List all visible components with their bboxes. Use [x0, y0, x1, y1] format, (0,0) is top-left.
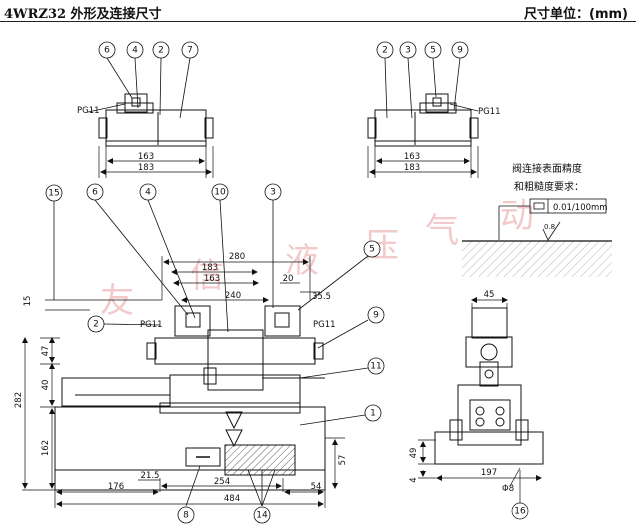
balloon-5: 5: [430, 46, 436, 56]
roughness-value: 0.8: [544, 223, 555, 231]
dim-240: 240: [225, 291, 241, 301]
dim-163: 163: [204, 274, 220, 284]
dim-197: 197: [481, 468, 497, 478]
dim-35-5: 35.5: [312, 292, 331, 302]
dim-183: 183: [138, 163, 154, 173]
nameplate: [185, 447, 221, 467]
connector-plug: [131, 97, 141, 107]
section-hatch: [224, 444, 296, 476]
dim-4: 4: [409, 477, 419, 482]
balloon-11: 11: [370, 362, 381, 372]
top-left-balloons: [98, 41, 199, 119]
valve-body: [374, 109, 472, 147]
solenoid: [419, 102, 457, 114]
side-solenoid: [465, 336, 513, 368]
top-right-balloons: [376, 41, 469, 119]
dim-54: 54: [311, 482, 322, 492]
dim-254: 254: [214, 477, 230, 487]
dim-183: 183: [404, 163, 420, 173]
end-cap-left: [98, 117, 108, 139]
main-dims: [22, 256, 345, 508]
side-dims: [418, 297, 542, 520]
balloon-7: 7: [187, 46, 193, 56]
dim-49: 49: [409, 448, 419, 459]
solenoid-right: [264, 305, 301, 337]
dim-280: 280: [229, 252, 245, 262]
dim-40: 40: [41, 380, 51, 391]
balloon-14: 14: [256, 511, 268, 521]
balloon-4: 4: [145, 188, 151, 198]
main-balloons: [45, 183, 385, 524]
pilot-body: [169, 374, 301, 408]
dim-162: 162: [41, 440, 51, 456]
balloon-2: 2: [158, 46, 164, 56]
valve-body: [105, 109, 207, 147]
balloon-3: 3: [270, 188, 276, 198]
dim-45: 45: [484, 290, 495, 300]
dim-phi8: Φ8: [502, 484, 514, 494]
dim-57: 57: [338, 455, 348, 466]
center-block: [207, 329, 264, 391]
balloon-4: 4: [132, 46, 138, 56]
header-rule: [0, 21, 636, 22]
balloon-5: 5: [369, 245, 375, 255]
watermark-char-1: 友: [100, 281, 134, 321]
top-left-view: [98, 93, 214, 147]
watermark-char-6: 动: [500, 196, 534, 236]
end-cap-right: [469, 117, 479, 139]
pg11-label-right: PG11: [313, 320, 336, 330]
main-view: [54, 305, 326, 491]
surface-note-line-1: 阀连接表面精度: [512, 162, 582, 175]
dim-163: 163: [138, 152, 154, 162]
balloon-2: 2: [382, 46, 388, 56]
side-connector: [471, 307, 508, 339]
pg11-label: PG11: [77, 106, 100, 116]
main-spool-housing: [61, 377, 171, 407]
solenoid-left: [174, 305, 211, 337]
balloon-8: 8: [183, 511, 189, 521]
unit-label: 尺寸单位：(mm): [524, 7, 628, 22]
surface-note-line-2: 和粗糙度要求：: [514, 180, 584, 193]
end-cap-right: [204, 117, 214, 139]
reference-surface: [462, 240, 612, 277]
top-left-dims: [87, 103, 214, 178]
balloon-6: 6: [92, 188, 98, 198]
pilot-valve: [154, 337, 316, 365]
top-right-view: [367, 93, 479, 147]
dim-163: 163: [404, 152, 420, 162]
dim-21-5: 21.5: [141, 471, 160, 481]
dim-20: 20: [283, 274, 294, 284]
dim-47: 47: [41, 346, 51, 357]
solenoid: [116, 102, 154, 114]
balloon-2: 2: [93, 320, 99, 330]
drawing-title: 4WRZ32 外形及连接尺寸: [4, 7, 162, 22]
roughness-symbol: [542, 221, 561, 241]
balloon-15: 15: [48, 189, 59, 199]
dim-282: 282: [14, 392, 24, 408]
pg11-label: PG11: [478, 107, 501, 117]
balloon-10: 10: [214, 188, 226, 198]
dim-15: 15: [23, 296, 33, 307]
balloon-1: 1: [370, 409, 376, 419]
dim-484: 484: [224, 494, 240, 504]
dim-183: 183: [202, 263, 218, 273]
connector-plug: [432, 97, 442, 107]
end-cap-left: [367, 117, 377, 139]
balloon-9: 9: [373, 311, 379, 321]
balloon-3: 3: [405, 46, 411, 56]
page-header: 4WRZ32 外形及连接尺寸 尺寸单位：(mm): [0, 0, 636, 22]
balloon-16: 16: [514, 507, 526, 517]
side-body: [457, 384, 522, 446]
balloon-9: 9: [457, 46, 463, 56]
side-view: [434, 307, 544, 465]
balloon-6: 6: [104, 46, 110, 56]
dim-176: 176: [108, 482, 124, 492]
flatness-frame: [498, 198, 607, 240]
flatness-value: 0.01/100mm: [553, 203, 608, 213]
watermark-char-5: 气: [425, 211, 459, 251]
side-base: [434, 431, 544, 465]
connector-box: [425, 93, 449, 113]
connector-box: [124, 93, 148, 113]
